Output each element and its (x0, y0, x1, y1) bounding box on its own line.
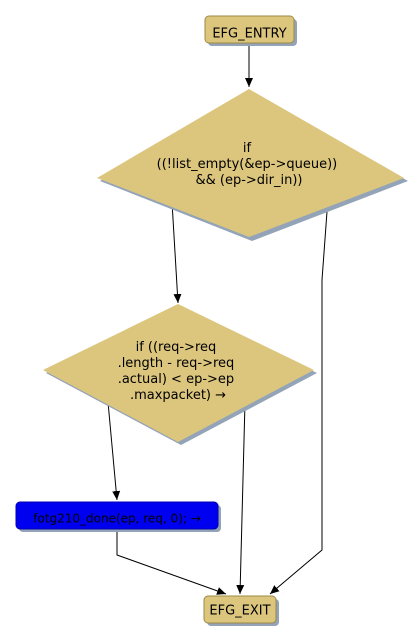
condition-node-1-shape (97, 89, 404, 237)
condition-node-2-line: if ((req->req (136, 340, 217, 355)
edge-cond2-to-call (107, 401, 121, 501)
call-node-label: fotg210_done(ep, req, 0); → (33, 512, 201, 526)
condition-node-2-label: if ((req->req .length - req->req .actual… (118, 340, 239, 403)
exit-node-box (203, 595, 277, 624)
exit-node: EFG_EXIT (203, 595, 279, 626)
condition-node-2-line: .length - req->req (118, 356, 235, 371)
entry-node: EFG_ENTRY (204, 15, 297, 46)
condition-node-1-line: ((!list_empty(&ep->queue)) (157, 157, 338, 172)
condition-node-2-line: .maxpacket) → (130, 388, 226, 403)
edges (107, 45, 329, 595)
condition-node-1-line: if (243, 141, 252, 156)
edge-call-to-exit (116, 531, 227, 595)
entry-node-box (204, 15, 295, 44)
entry-node-label: EFG_ENTRY (212, 27, 286, 42)
call-node: fotg210_done(ep, req, 0); → (15, 501, 221, 532)
call-node-box (15, 501, 219, 530)
edge-cond1-to-cond2 (171, 201, 182, 304)
condition-node-1: if ((!list_empty(&ep->queue)) && (ep->di… (97, 89, 408, 241)
edge-cond2-to-exit (236, 401, 246, 595)
condition-node-2-line: .actual) < ep->ep (118, 372, 234, 387)
exit-node-label: EFG_EXIT (209, 604, 270, 619)
condition-node-1-line: && (ep->dir_in)) (195, 173, 302, 188)
condition-node-2: if ((req->req .length - req->req .actual… (43, 304, 317, 445)
condition-node-1-label: if ((!list_empty(&ep->queue)) && (ep->di… (157, 141, 342, 188)
edge-cond1-to-exit (269, 197, 329, 595)
condition-node-2-shape (43, 304, 314, 442)
